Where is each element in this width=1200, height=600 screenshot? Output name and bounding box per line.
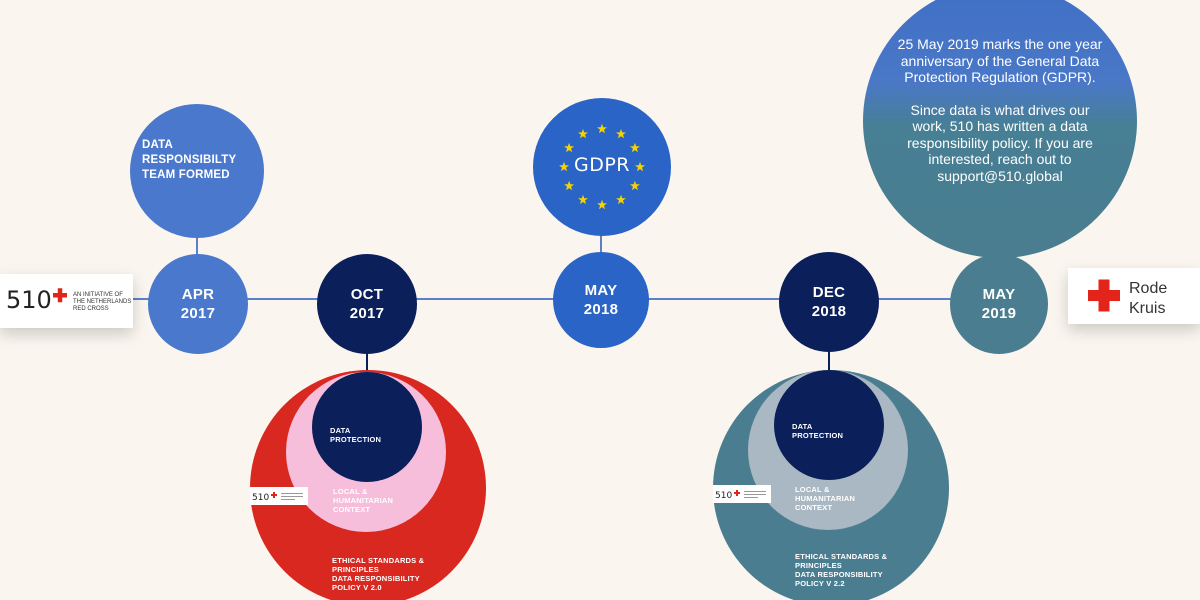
timeline-line bbox=[130, 298, 970, 300]
policy-v20-outer-label-1: ETHICAL STANDARDS & PRINCIPLES bbox=[332, 556, 425, 574]
logo-510-number: 510 bbox=[6, 286, 52, 314]
logo-kruis: Kruis bbox=[1129, 300, 1165, 317]
connector-dec2018 bbox=[828, 350, 830, 376]
event-month: APR bbox=[181, 286, 215, 303]
team-formed-circle: DATA RESPONSIBILTY TEAM FORMED bbox=[130, 104, 264, 238]
event-month: OCT bbox=[350, 286, 384, 303]
event-month: DEC bbox=[812, 284, 846, 301]
policy-v20-middle-label: LOCAL & HUMANITARIAN CONTEXT bbox=[333, 487, 394, 514]
eu-star-icon bbox=[629, 142, 640, 153]
logo-510-line3: RED CROSS bbox=[73, 306, 109, 312]
eu-stars-icon bbox=[559, 123, 645, 210]
gdpr-badge-text: GDPR bbox=[573, 154, 630, 176]
team-formed-caption: DATA RESPONSIBILTY TEAM FORMED bbox=[142, 139, 237, 181]
svg-text:510: 510 bbox=[252, 493, 269, 503]
event-year: 2019 bbox=[981, 305, 1017, 322]
eu-star-icon bbox=[635, 161, 645, 172]
event-month: MAY bbox=[584, 282, 618, 299]
event-may-2019: MAY 2019 bbox=[950, 254, 1048, 354]
policy-v22-inner-circle: DATA PROTECTION bbox=[774, 370, 884, 480]
policy-v20-inner-label: DATA PROTECTION bbox=[330, 426, 382, 444]
event-dec-2018: DEC 2018 bbox=[779, 252, 879, 352]
eu-star-icon bbox=[629, 180, 640, 191]
policy-v22-middle-label: LOCAL & HUMANITARIAN CONTEXT bbox=[795, 485, 856, 512]
eu-star-icon bbox=[564, 142, 575, 153]
logo-510-small: 510 bbox=[252, 492, 303, 503]
eu-star-icon bbox=[578, 128, 588, 139]
event-apr-2017: APR 2017 bbox=[148, 254, 248, 354]
event-may-2018: MAY 2018 bbox=[553, 252, 649, 348]
event-year: 2017 bbox=[180, 305, 216, 322]
eu-star-icon bbox=[597, 199, 607, 210]
event-year: 2018 bbox=[811, 303, 847, 320]
policy-v22-inner-label: DATA PROTECTION bbox=[792, 422, 844, 440]
connector-may2018 bbox=[600, 234, 602, 256]
gdpr-badge-circle: GDPR bbox=[533, 98, 671, 236]
eu-star-icon bbox=[616, 128, 626, 139]
logo-510-card: 510 AN INITIATIVE OF THE NETHERLANDS RED… bbox=[0, 274, 133, 328]
logo-510-small: 510 bbox=[715, 490, 766, 501]
policy-v22-outer-label-2: DATA RESPONSIBILITY POLICY V 2.2 bbox=[795, 570, 883, 588]
event-month: MAY bbox=[982, 286, 1016, 303]
eu-star-icon bbox=[616, 194, 626, 205]
policy-v20-inner-circle: DATA PROTECTION bbox=[312, 372, 422, 482]
anniversary-note-p1: 25 May 2019 marks the one year anniversa… bbox=[897, 36, 1103, 85]
event-year: 2018 bbox=[583, 301, 619, 318]
logo-510-line2: THE NETHERLANDS bbox=[73, 299, 131, 305]
svg-text:510: 510 bbox=[715, 491, 732, 501]
logo-rode-kruis-card: Rode Kruis bbox=[1068, 268, 1200, 324]
policy-v20-510-logo: 510 bbox=[250, 487, 308, 505]
policy-v22-510-logo: 510 bbox=[713, 485, 771, 503]
connector-apr2017 bbox=[196, 234, 198, 260]
connector-oct2017 bbox=[366, 350, 368, 378]
eu-star-icon bbox=[559, 161, 569, 172]
policy-v22-outer-label-1: ETHICAL STANDARDS & PRINCIPLES bbox=[795, 552, 888, 570]
logo-510-mark: 510 AN INITIATIVE OF THE NETHERLANDS RED… bbox=[6, 286, 131, 314]
policy-v20-outer-label-2: DATA RESPONSIBILITY POLICY V 2.0 bbox=[332, 574, 420, 592]
logo-rode: Rode bbox=[1129, 280, 1167, 297]
event-oct-2017: OCT 2017 bbox=[317, 254, 417, 354]
anniversary-note-circle: 25 May 2019 marks the one year anniversa… bbox=[863, 0, 1137, 258]
logo-510-line1: AN INITIATIVE OF bbox=[73, 292, 123, 298]
eu-star-icon bbox=[564, 180, 575, 191]
logo-rode-kruis: Rode Kruis bbox=[1088, 279, 1167, 317]
anniversary-note-p2: Since data is what drives our work, 510 … bbox=[907, 101, 1093, 184]
eu-star-icon bbox=[578, 194, 588, 205]
event-year: 2017 bbox=[349, 305, 385, 322]
eu-star-icon bbox=[597, 123, 607, 134]
